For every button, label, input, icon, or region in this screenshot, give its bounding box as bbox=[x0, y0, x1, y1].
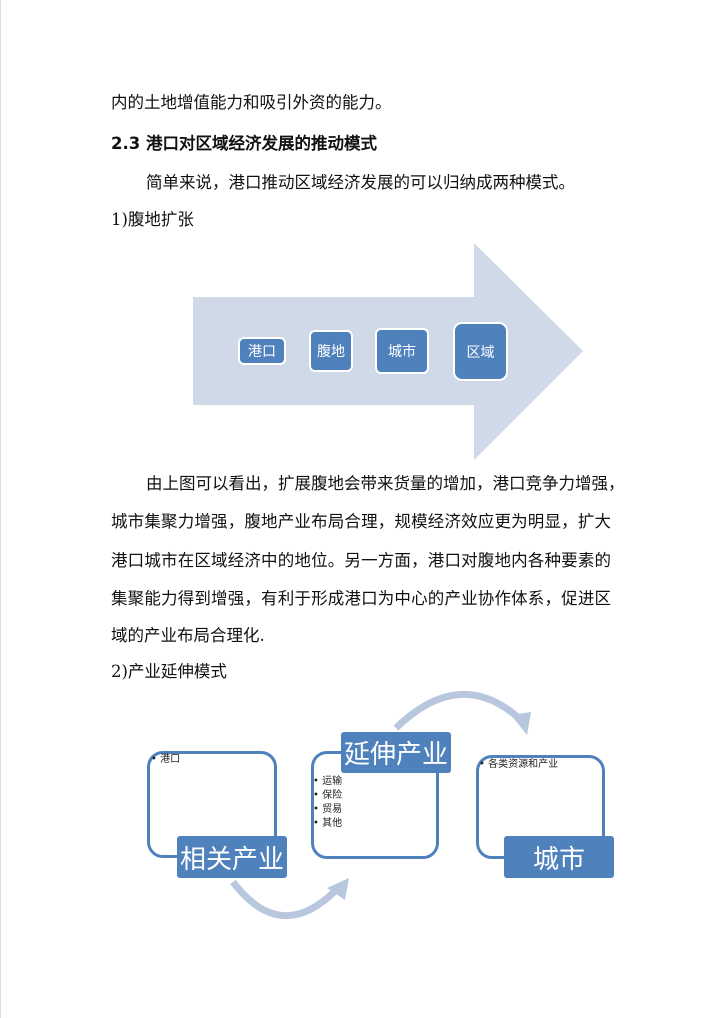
bullet-item: 贸易 bbox=[313, 803, 342, 817]
curved-arrow-bottom bbox=[230, 879, 339, 919]
step-box: 城市 bbox=[375, 328, 429, 374]
text-line: 由上图可以看出，扩展腹地会带来货量的增加，港口竞争力增强， bbox=[146, 474, 625, 493]
text-line: 集聚能力得到增强，有利于形成港口为中心的产业协作体系，促进区 bbox=[111, 589, 611, 608]
text-line: 港口城市在区域经济中的地位。另一方面，港口对腹地内各种要素的 bbox=[111, 551, 611, 570]
text-line: 内的土地增值能力和吸引外资的能力。 bbox=[111, 93, 392, 112]
step-box: 港口 bbox=[238, 337, 286, 365]
step-box: 区域 bbox=[453, 322, 508, 381]
group-title: 延伸产业 bbox=[341, 732, 451, 773]
bullet-item: 各类资源和产业 bbox=[479, 758, 558, 772]
bullet-list: 各类资源和产业 bbox=[479, 758, 558, 772]
bullet-item: 港口 bbox=[151, 753, 180, 767]
step-box: 腹地 bbox=[309, 330, 353, 372]
curved-arrow-bottom-head bbox=[327, 878, 349, 900]
group-title: 城市 bbox=[504, 836, 614, 878]
bullet-item: 运输 bbox=[313, 775, 342, 789]
text-line: 简单来说，港口推动区域经济发展的可以归纳成两种模式。 bbox=[146, 173, 575, 192]
curved-arrow-top-head bbox=[511, 712, 531, 735]
list-label: 1)腹地扩张 bbox=[111, 210, 194, 229]
text-line: 城市集聚力增强，腹地产业布局合理，规模经济效应更为明显，扩大 bbox=[111, 512, 611, 531]
section-heading: 2.3 港口对区域经济发展的推动模式 bbox=[111, 134, 377, 153]
bullet-list: 运输 保险 贸易 其他 bbox=[313, 775, 342, 831]
curved-arrow-top bbox=[393, 690, 524, 731]
text-line: 域的产业布局合理化. bbox=[111, 626, 265, 645]
group-title: 相关产业 bbox=[177, 836, 287, 878]
list-label: 2)产业延伸模式 bbox=[111, 662, 227, 681]
bullet-item: 保险 bbox=[313, 789, 342, 803]
bullet-item: 其他 bbox=[313, 817, 342, 831]
bullet-list: 港口 bbox=[151, 753, 180, 767]
